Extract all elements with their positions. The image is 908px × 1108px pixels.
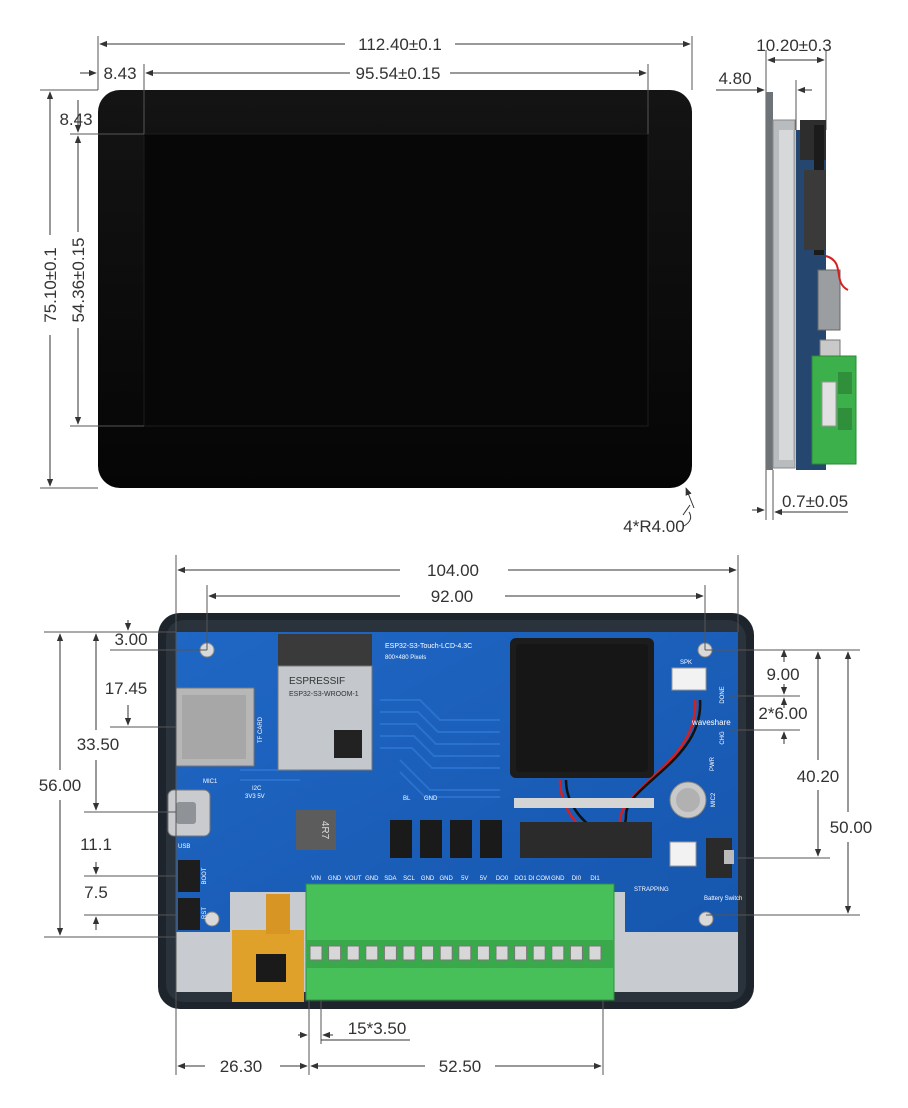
board-height-label: 56.00 [39,776,82,795]
strapping-label: STRAPPING [634,887,669,893]
terminal-pin-label: DO0 [496,876,509,882]
terminal-pin-label: 5V [480,876,487,882]
pwr-label: PWR [710,756,716,771]
terminal-span-label: 52.50 [439,1057,482,1076]
terminal-screw [569,945,583,961]
terminal-screw [365,945,379,961]
terminal-pin-label: 5V [461,876,468,882]
terminal-screw [309,945,323,961]
terminal-pin-label: DI COM [528,876,550,882]
terminal-screw [532,945,546,961]
i2c-label: I2C [252,786,262,792]
terminal-pin-label: GND [328,876,342,882]
lcd-active-area [143,133,649,427]
gnd-label: GND [424,796,438,802]
brand-label: waveshare [691,718,731,727]
hole-offset-top-label: 3.00 [114,630,147,649]
boot-button [178,860,200,892]
overall-width-label: 112.40±0.1 [358,35,442,54]
terminal-screw [402,945,416,961]
terminal-screw [588,945,602,961]
glass-offset-label: 4.80 [718,69,751,88]
glass-thickness-label: 0.7±0.05 [782,492,848,511]
inductor-label: 4R7 [319,821,330,840]
spk-label: SPK [680,660,692,666]
side-glass [766,92,773,470]
terminal-screw [495,945,509,961]
terminal-screw [514,945,528,961]
terminal-screw [328,945,342,961]
tf-card-label: TF CARD [258,716,264,743]
terminal-screw [439,945,453,961]
terminal-screw [421,945,435,961]
board-width-label: 104.00 [427,561,479,580]
fpc-connector [520,822,652,858]
terminal-pin-label: VIN [311,876,321,882]
terminal-pin-label: SDA [384,876,396,882]
module-brand: ESPRESSIF [289,676,345,687]
resolution-label: 800×480 Pixels [385,655,426,661]
front-view: 112.40±0.1 95.54±0.15 8.43 8.43 75.10±0.… [40,35,695,536]
chg-label: CHG [720,731,726,745]
terminal-pin-label: DI1 [590,876,600,882]
inductor [296,810,336,850]
terminal-pin-label: SCL [403,876,415,882]
left-margin-label: 8.43 [103,64,136,83]
terminal-pitch-label: 15*3.50 [348,1019,407,1038]
mic2-label: MIC2 [711,792,717,807]
right-hole-offset-label: 9.00 [766,665,799,684]
terminal-screw [383,945,397,961]
terminal-pin-label: GND [551,876,565,882]
back-view: TF CARD ESPRESSIF ESP32-S3-WROOM-1 ESP32… [39,555,873,1076]
module-model: ESP32-S3-WROOM-1 [289,691,359,698]
battery-switch-label: Battery Switch [704,896,742,902]
active-width-label: 95.54±0.15 [356,64,441,83]
thickness-label: 10.20±0.3 [756,36,832,55]
active-height-label: 54.36±0.15 [69,238,88,323]
corner-radius-label: 4*R4.00 [623,517,684,536]
right-height-2-label: 50.00 [830,818,873,837]
connector-pitch-label: 2*6.00 [758,704,807,723]
button-pitch-label: 7.5 [84,883,108,902]
reset-label: RST [202,907,208,919]
terminal-pin-label: GND [440,876,454,882]
terminal-pin-label: DI0 [572,876,582,882]
esp-module-antenna [278,634,372,668]
product-name: ESP32-S3-Touch-LCD-4.3C [385,643,472,650]
terminal-pin-label: DO1 [514,876,527,882]
terminal-screw [346,945,360,961]
terminal-screws [309,945,602,961]
terminal-pin-label: VOUT [345,876,362,882]
terminal-pin-label: GND [421,876,435,882]
side-view: 10.20±0.3 4.80 0.7±0.05 [716,36,857,520]
terminal-pin-label: GND [365,876,379,882]
right-height-1-label: 40.20 [797,767,840,786]
mic1-label: MIC1 [203,779,218,785]
boot-label: BOOT [202,867,208,884]
done-label: DONE [720,686,726,703]
tf-offset-label: 17.45 [105,679,148,698]
terminal-screw [476,945,490,961]
i2c-voltage-label: 3V3 5V [245,794,265,800]
top-margin-label: 8.43 [59,110,92,129]
usb-label: USB [178,844,190,850]
terminal-left-offset-label: 26.30 [220,1057,263,1076]
reset-button [178,898,200,930]
usb-offset-label: 33.50 [77,735,120,754]
bl-label: BL [403,796,411,802]
usb-height-label: 11.1 [80,835,112,854]
terminal-screw [551,945,565,961]
terminal-screw [458,945,472,961]
overall-height-label: 75.10±0.1 [41,247,60,323]
hole-spacing-label: 92.00 [431,587,474,606]
